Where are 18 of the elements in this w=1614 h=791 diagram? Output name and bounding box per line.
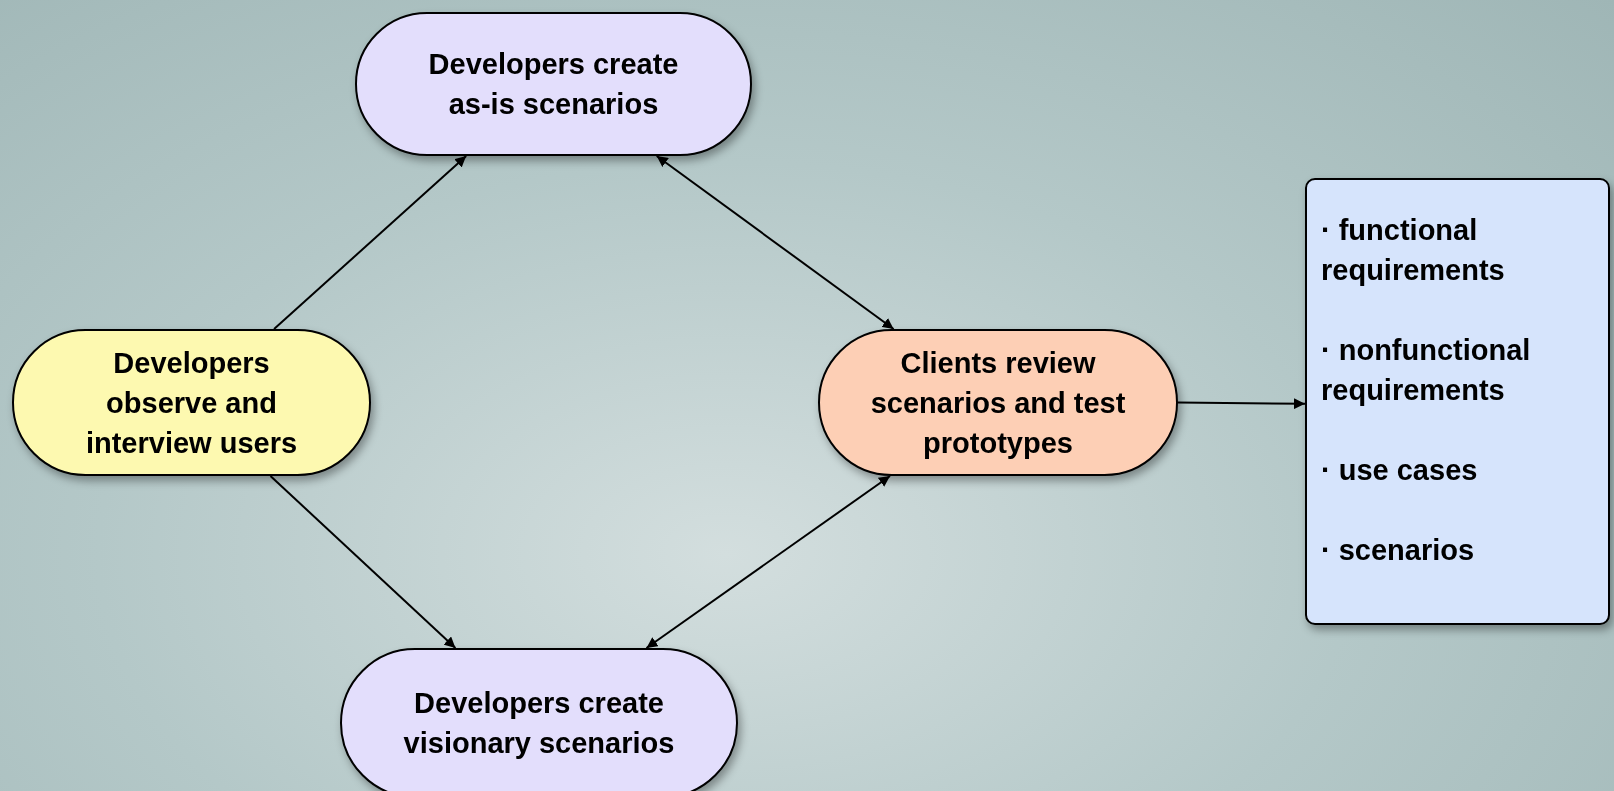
arrow	[645, 475, 891, 649]
process-box	[818, 329, 1178, 476]
arrow	[273, 155, 468, 330]
list-item: · functional requirements	[1321, 213, 1506, 288]
list-item: · nonfunctional requirements	[1321, 333, 1532, 408]
process-box	[355, 12, 752, 156]
arrow	[1177, 398, 1306, 410]
list-item: · scenarios	[1321, 533, 1475, 568]
arrow	[269, 475, 457, 649]
process-box	[12, 329, 371, 476]
step-label: Clients review scenarios and test prototypes	[869, 345, 1127, 461]
arrow	[655, 155, 895, 330]
step-label: Developers observe and interview users	[84, 345, 299, 461]
step-label: Developers create visionary scenarios	[402, 686, 676, 761]
output-box	[1305, 178, 1610, 625]
step-label: Developers create as-is scenarios	[427, 47, 680, 122]
list-item: · use cases	[1321, 453, 1478, 488]
process-box	[340, 648, 738, 791]
